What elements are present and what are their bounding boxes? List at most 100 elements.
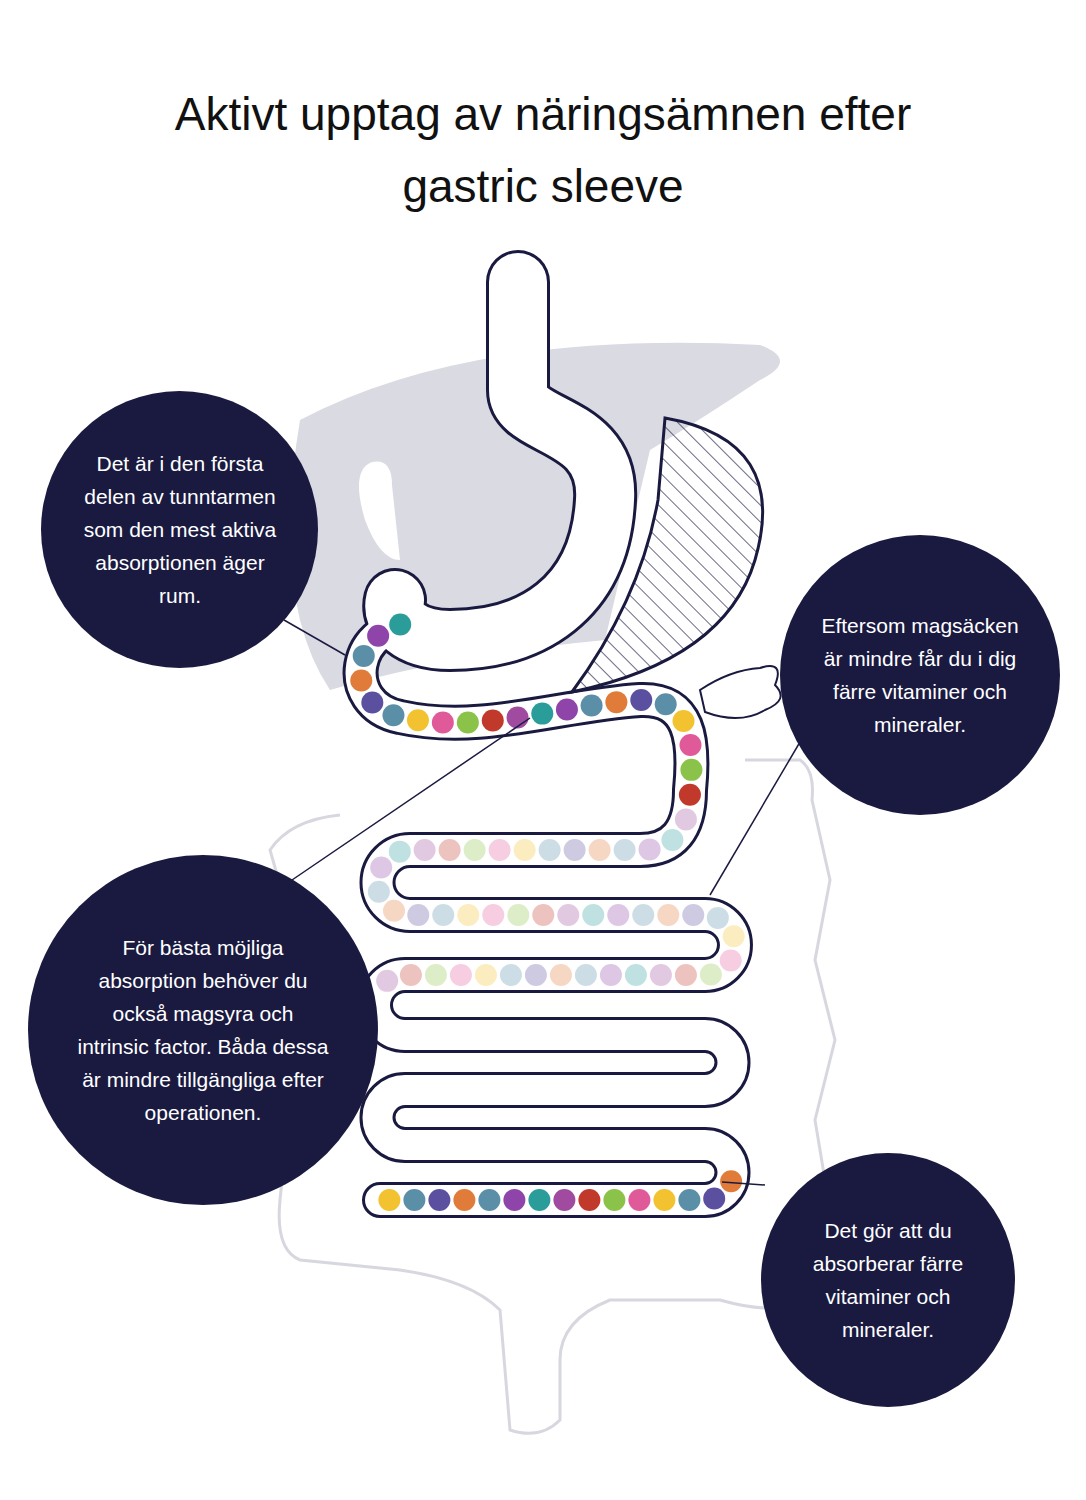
nutrient-dot: [680, 759, 702, 781]
stomach-lumen: [394, 282, 605, 640]
nutrient-dot: [500, 964, 522, 986]
nutrient-dot: [389, 613, 411, 635]
nutrient-dot: [475, 964, 497, 986]
nutrient-dot: [428, 1189, 450, 1211]
nutrient-dot: [589, 839, 611, 861]
callout-circle: Eftersom magsäcken är mindre får du i di…: [780, 535, 1060, 815]
nutrient-dot: [614, 839, 636, 861]
callout-circle: Det är i den första delen av tunntarmen …: [41, 391, 318, 668]
nutrient-dot: [482, 904, 504, 926]
nutrient-dot: [531, 703, 553, 725]
nutrient-dot: [450, 964, 472, 986]
nutrient-dot: [556, 698, 578, 720]
nutrient-dot: [503, 1189, 525, 1211]
nutrient-dot: [353, 645, 375, 667]
nutrient-dot: [383, 900, 405, 922]
nutrient-dot: [507, 706, 529, 728]
nutrient-dot: [557, 904, 579, 926]
pancreas: [700, 666, 781, 718]
stomach-outline: [394, 282, 605, 640]
nutrient-dot: [675, 964, 697, 986]
nutrient-dot: [525, 964, 547, 986]
nutrient-dot: [368, 881, 390, 903]
callout-text: Eftersom magsäcken är mindre får du i di…: [817, 609, 1024, 741]
nutrient-dot: [650, 964, 672, 986]
nutrient-dot: [653, 1189, 675, 1211]
nutrient-dot: [707, 907, 729, 929]
nutrient-dot: [439, 839, 461, 861]
nutrient-dots: [350, 613, 744, 1211]
callout-text: För bästa möjliga absorption behöver du …: [77, 931, 329, 1129]
nutrient-dot: [378, 1189, 400, 1211]
nutrient-dot: [550, 964, 572, 986]
nutrient-dot: [507, 904, 529, 926]
nutrient-dot: [432, 904, 454, 926]
intestine-lumen: [361, 622, 735, 1200]
nutrient-dot: [675, 808, 697, 830]
nutrient-dot: [703, 1187, 725, 1209]
nutrient-dot: [582, 904, 604, 926]
nutrient-dot: [432, 711, 454, 733]
nutrient-dot: [682, 904, 704, 926]
callout-text: Det gör att du absorberar färre vitamine…: [799, 1214, 977, 1346]
nutrient-dot: [539, 839, 561, 861]
nutrient-dot: [625, 964, 647, 986]
nutrient-dot: [605, 691, 627, 713]
nutrient-dot: [414, 839, 436, 861]
leader-line: [722, 1182, 765, 1185]
nutrient-dot: [478, 1189, 500, 1211]
nutrient-dot: [564, 839, 586, 861]
nutrient-dot: [457, 711, 479, 733]
callout-text: Det är i den första delen av tunntarmen …: [83, 447, 277, 612]
nutrient-dot: [603, 1189, 625, 1211]
nutrient-dot: [514, 839, 536, 861]
leader-line: [710, 742, 800, 895]
nutrient-dot: [389, 841, 411, 863]
nutrient-dot: [578, 1189, 600, 1211]
nutrient-dot: [673, 710, 695, 732]
nutrient-dot: [407, 904, 429, 926]
nutrient-dot: [581, 694, 603, 716]
nutrient-dot: [400, 964, 422, 986]
nutrient-dot: [489, 839, 511, 861]
callout-circle: Det gör att du absorberar färre vitamine…: [761, 1153, 1015, 1407]
nutrient-dot: [370, 856, 392, 878]
nutrient-dot: [382, 704, 404, 726]
nutrient-dot: [678, 1189, 700, 1211]
nutrient-dot: [723, 925, 745, 947]
nutrient-dot: [628, 1189, 650, 1211]
nutrient-dot: [600, 964, 622, 986]
nutrient-dot: [632, 904, 654, 926]
nutrient-dot: [403, 1189, 425, 1211]
nutrient-dot: [661, 829, 683, 851]
nutrient-dot: [407, 709, 429, 731]
nutrient-dot: [630, 689, 652, 711]
nutrient-dot: [350, 669, 372, 691]
nutrient-dot: [700, 963, 722, 985]
nutrient-dot: [607, 904, 629, 926]
gallbladder: [359, 461, 400, 560]
nutrient-dot: [553, 1189, 575, 1211]
nutrient-dot: [720, 949, 742, 971]
title: Aktivt upptag av näringsämnen efter gast…: [143, 78, 943, 222]
nutrient-dot: [453, 1189, 475, 1211]
nutrient-dot: [679, 784, 701, 806]
leader-line: [292, 718, 530, 880]
leader-line: [284, 620, 345, 655]
nutrient-dot: [720, 1170, 742, 1192]
nutrient-dot: [655, 693, 677, 715]
nutrient-dot: [361, 692, 383, 714]
nutrient-dot: [528, 1189, 550, 1211]
removed-stomach: [572, 418, 763, 692]
nutrient-dot: [464, 839, 486, 861]
nutrient-dot: [425, 964, 447, 986]
nutrient-dot: [457, 904, 479, 926]
nutrient-dot: [657, 904, 679, 926]
nutrient-dot: [376, 970, 398, 992]
nutrient-dot: [575, 964, 597, 986]
nutrient-dot: [367, 625, 389, 647]
nutrient-dot: [482, 710, 504, 732]
intestine-outline: [361, 622, 735, 1200]
nutrient-dot: [679, 734, 701, 756]
